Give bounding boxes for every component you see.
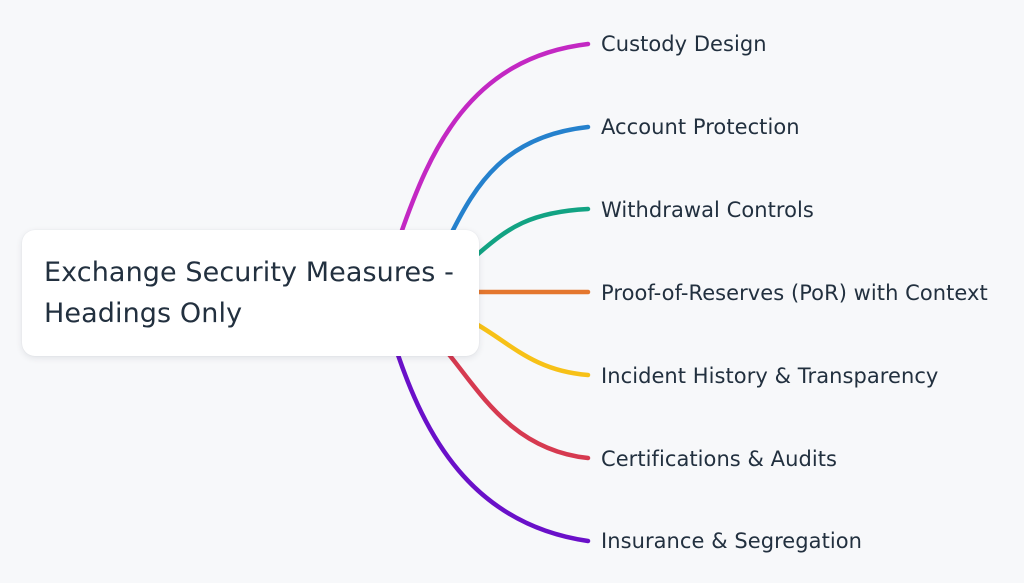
- branch-label-0[interactable]: Custody Design: [601, 32, 767, 56]
- branch-connector-5: [444, 349, 591, 461]
- branch-label-3[interactable]: Proof-of-Reserves (PoR) with Context: [601, 281, 988, 305]
- branch-connector-6: [394, 349, 591, 544]
- branch-connector-4: [475, 322, 591, 378]
- branch-label-4[interactable]: Incident History & Transparency: [601, 364, 939, 388]
- central-node-label: Exchange Security Measures - Headings On…: [44, 257, 454, 329]
- branch-label-1[interactable]: Account Protection: [601, 115, 800, 139]
- branch-paths-group: [394, 41, 591, 544]
- branch-connector-0: [397, 41, 591, 239]
- branch-label-2[interactable]: Withdrawal Controls: [601, 198, 814, 222]
- branch-label-5[interactable]: Certifications & Audits: [601, 447, 837, 471]
- branch-label-6[interactable]: Insurance & Segregation: [601, 529, 863, 553]
- branch-connector-2: [475, 206, 591, 257]
- branch-connector-1: [447, 124, 591, 239]
- central-node[interactable]: Exchange Security Measures - Headings On…: [22, 230, 479, 356]
